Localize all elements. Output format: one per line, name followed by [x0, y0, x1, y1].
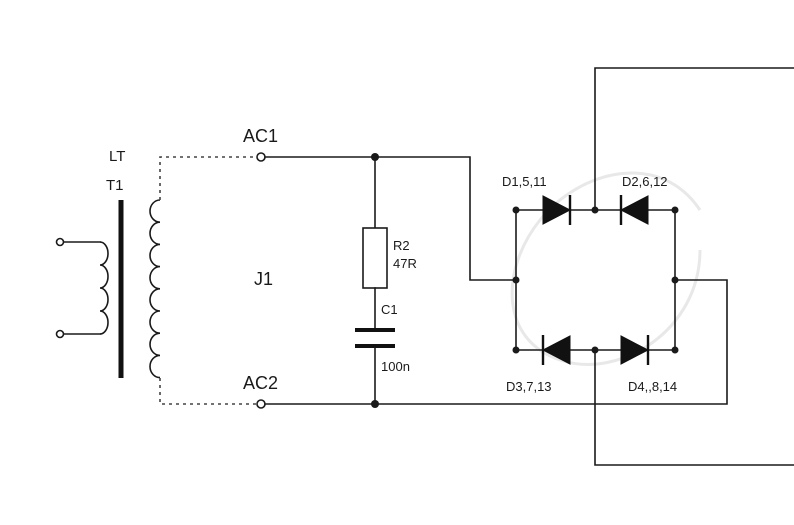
junction-bridge-tl [512, 206, 520, 214]
junction-bridge-bl [512, 346, 520, 354]
junction-bridge-tr [671, 206, 679, 214]
diode-d4[interactable] [620, 335, 650, 365]
junction-bridge-right [671, 276, 679, 284]
label-d4: D4,,8,14 [628, 379, 677, 394]
dashed-link-bottom [159, 378, 256, 405]
junction-bridge-br [671, 346, 679, 354]
dashed-link-top [159, 156, 256, 200]
resistor-r2[interactable] [362, 227, 388, 289]
label-ac2: AC2 [243, 373, 278, 393]
junction-bridge-left [512, 276, 520, 284]
label-c1: C1 [381, 302, 398, 317]
junction-ac1 [371, 153, 379, 161]
label-r2-value: 47R [393, 256, 417, 271]
primary-terminal-top[interactable] [55, 237, 65, 247]
ac1-terminal[interactable] [256, 152, 266, 162]
label-d2: D2,6,12 [622, 174, 668, 189]
label-lt: LT [109, 148, 125, 165]
label-c1-value: 100n [381, 359, 410, 374]
dc-output-top-wire [594, 67, 794, 211]
label-j1: J1 [254, 269, 273, 289]
dc-output-bottom-wire [594, 349, 794, 466]
label-t1: T1 [106, 177, 124, 194]
diode-d3[interactable] [541, 335, 571, 365]
ac1-wire [264, 156, 517, 281]
ac2-terminal[interactable] [256, 399, 266, 409]
label-d1: D1,5,11 [502, 174, 547, 189]
transformer-secondary-coil [149, 199, 161, 379]
diode-d2[interactable] [619, 195, 649, 225]
snubber-branch [355, 153, 395, 408]
label-r2: R2 [393, 238, 410, 253]
ac2-wire [264, 279, 728, 405]
label-d3: D3,7,13 [506, 379, 552, 394]
watermark-ring [510, 171, 702, 366]
junction-ac2 [371, 400, 379, 408]
diode-d1[interactable] [542, 195, 572, 225]
primary-terminal-bottom[interactable] [55, 329, 65, 339]
label-ac1: AC1 [243, 126, 278, 146]
transformer-primary-coil [55, 237, 109, 339]
